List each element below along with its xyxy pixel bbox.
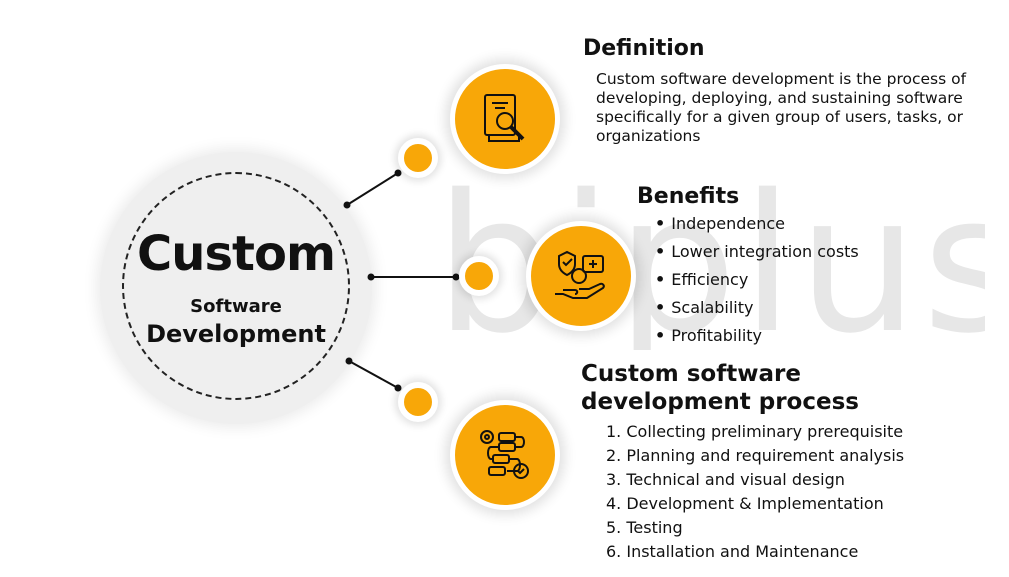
- center-dashed-ring: [122, 172, 350, 400]
- process-step: 3. Technical and visual design: [606, 470, 845, 489]
- process-step: 2. Planning and requirement analysis: [606, 446, 905, 465]
- benefit-item: Profitability: [655, 326, 859, 354]
- definition-line: specifically for a given group of users,…: [596, 108, 964, 126]
- process-heading: Custom software development process: [581, 360, 859, 416]
- connector-dot-definition: [398, 138, 438, 178]
- workflow-icon: [480, 430, 529, 479]
- benefit-item: Scalability: [655, 298, 859, 326]
- process-step: 1. Collecting preliminary prerequisite: [606, 422, 904, 441]
- process-step: 5. Testing: [606, 518, 683, 537]
- connector-dot-benefits: [459, 256, 499, 296]
- benefit-item: Lower integration costs: [655, 242, 859, 270]
- definition-text: Custom software development is the proce…: [596, 70, 966, 146]
- definition-icon-circle: [450, 64, 560, 174]
- process-step: 6. Installation and Maintenance: [606, 542, 859, 561]
- process-heading-line: Custom software: [581, 361, 801, 387]
- benefit-item: Efficiency: [655, 270, 859, 298]
- definition-line: developing, deploying, and sustaining so…: [596, 89, 963, 107]
- process-icon-circle: [450, 400, 560, 510]
- connector-dot-process: [398, 382, 438, 422]
- process-heading-line: development process: [581, 389, 859, 415]
- benefits-icon-circle: [526, 221, 636, 331]
- process-list: 1. Collecting preliminary prerequisite 2…: [606, 422, 904, 566]
- definition-heading: Definition: [583, 36, 705, 61]
- benefits-list: Independence Lower integration costs Eff…: [655, 214, 859, 354]
- benefit-item: Independence: [655, 214, 859, 242]
- center-title: Custom: [137, 226, 336, 282]
- benefits-heading: Benefits: [637, 184, 740, 209]
- definition-line: organizations: [596, 127, 701, 145]
- definition-line: Custom software development is the proce…: [596, 70, 967, 88]
- hand-money-icon: [555, 250, 605, 299]
- process-step: 4. Development & Implementation: [606, 494, 884, 513]
- document-search-icon: [484, 94, 525, 142]
- center-subtitle-development: Development: [146, 320, 326, 348]
- center-subtitle-software: Software: [190, 296, 282, 317]
